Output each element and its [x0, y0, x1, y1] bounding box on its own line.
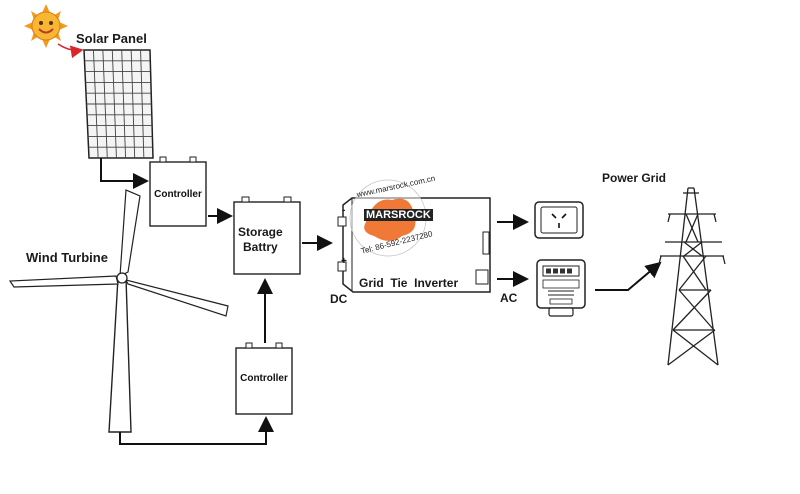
watermark-brand: MARSROCK: [364, 209, 433, 221]
turbine-to-controller-wire: [119, 416, 274, 445]
inverter-label: Grid Tie Inverter: [359, 276, 459, 290]
solar-panel: [83, 49, 154, 159]
storage-battery-box: [233, 196, 301, 275]
ac-label: AC: [500, 291, 518, 305]
storage-battery-label-line2: Battry: [243, 240, 278, 254]
wind-turbine-icon: [8, 189, 229, 433]
controller-top-box: [149, 156, 207, 227]
controller-bottom-label: Controller: [240, 373, 288, 384]
wind-turbine-label: Wind Turbine: [26, 250, 108, 265]
wall-outlet-icon: [534, 201, 584, 239]
panel-to-controller-wire: [100, 158, 149, 189]
sunlight-arrow: [57, 43, 84, 59]
solar-panel-label: Solar Panel: [76, 31, 147, 46]
electric-meter-icon: [536, 259, 586, 317]
terminal-plus-label: +: [341, 256, 347, 267]
terminal-minus-label: -: [342, 205, 346, 216]
dc-label: DC: [330, 292, 348, 306]
power-grid-tower-icon: [658, 187, 726, 366]
sun-icon: [24, 4, 68, 48]
controller-top-label: Controller: [154, 189, 202, 200]
storage-battery-label-line1: Storage: [238, 225, 283, 239]
controller-bottom-box: [235, 342, 293, 415]
meter-to-grid-arrow: [595, 261, 662, 291]
power-grid-label: Power Grid: [602, 171, 667, 185]
